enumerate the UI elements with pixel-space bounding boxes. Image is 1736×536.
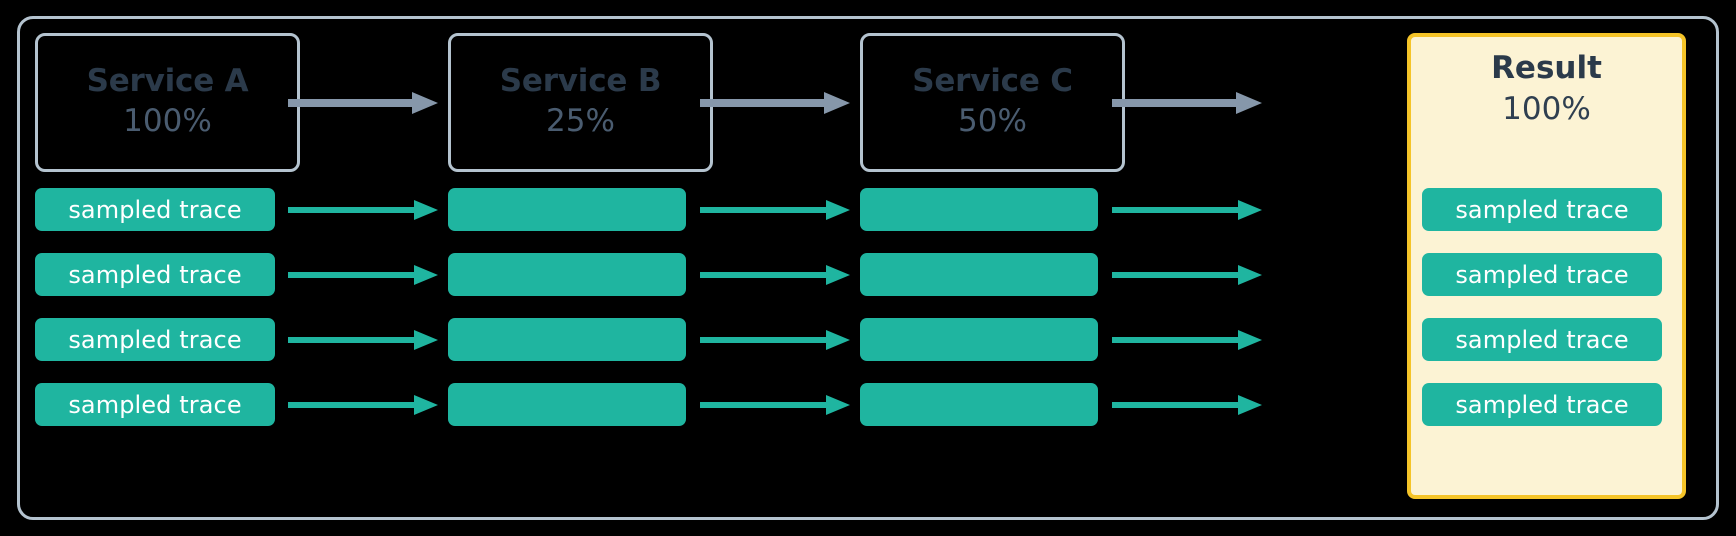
trace-bar-service-c-row-2[interactable]	[860, 253, 1098, 296]
trace-label: sampled trace	[1455, 195, 1629, 224]
arrow-service-b-to-service-c	[700, 90, 850, 114]
trace-arrow-b-to-c-row-4	[700, 394, 850, 418]
trace-label: sampled trace	[68, 390, 242, 419]
service-box-c[interactable]: Service C 50%	[860, 33, 1125, 172]
trace-arrow-a-to-b-row-2	[288, 264, 438, 288]
trace-arrow-b-to-c-row-3	[700, 329, 850, 353]
trace-arrow-a-to-b-row-1	[288, 199, 438, 223]
trace-bar-result-row-1[interactable]: sampled trace	[1422, 188, 1662, 231]
trace-bar-service-a-row-4[interactable]: sampled trace	[35, 383, 275, 426]
result-header: Result 100%	[1411, 50, 1682, 128]
service-c-title: Service C	[912, 63, 1073, 100]
trace-label: sampled trace	[1455, 325, 1629, 354]
trace-bar-result-row-2[interactable]: sampled trace	[1422, 253, 1662, 296]
trace-bar-result-row-4[interactable]: sampled trace	[1422, 383, 1662, 426]
diagram-outer-frame	[17, 16, 1719, 520]
service-a-percent: 100%	[123, 102, 212, 139]
trace-bar-service-a-row-3[interactable]: sampled trace	[35, 318, 275, 361]
arrow-service-a-to-service-b	[288, 90, 438, 114]
trace-bar-service-c-row-4[interactable]	[860, 383, 1098, 426]
trace-label: sampled trace	[68, 260, 242, 289]
result-title: Result	[1491, 50, 1602, 86]
trace-arrow-c-to-result-row-3	[1112, 329, 1262, 353]
trace-arrow-c-to-result-row-4	[1112, 394, 1262, 418]
service-a-title: Service A	[86, 63, 249, 100]
trace-label: sampled trace	[68, 325, 242, 354]
trace-label: sampled trace	[68, 195, 242, 224]
trace-label: sampled trace	[1455, 260, 1629, 289]
trace-label: sampled trace	[1455, 390, 1629, 419]
result-percent: 100%	[1502, 90, 1591, 127]
trace-arrow-c-to-result-row-1	[1112, 199, 1262, 223]
trace-bar-service-c-row-3[interactable]	[860, 318, 1098, 361]
service-box-b[interactable]: Service B 25%	[448, 33, 713, 172]
trace-bar-service-b-row-3[interactable]	[448, 318, 686, 361]
service-b-title: Service B	[499, 63, 662, 100]
trace-bar-service-a-row-2[interactable]: sampled trace	[35, 253, 275, 296]
arrow-service-c-to-result	[1112, 90, 1262, 114]
trace-bar-service-b-row-4[interactable]	[448, 383, 686, 426]
trace-arrow-a-to-b-row-3	[288, 329, 438, 353]
service-c-percent: 50%	[958, 102, 1027, 139]
service-box-a[interactable]: Service A 100%	[35, 33, 300, 172]
trace-arrow-a-to-b-row-4	[288, 394, 438, 418]
trace-arrow-b-to-c-row-2	[700, 264, 850, 288]
trace-bar-result-row-3[interactable]: sampled trace	[1422, 318, 1662, 361]
trace-bar-service-b-row-1[interactable]	[448, 188, 686, 231]
trace-arrow-c-to-result-row-2	[1112, 264, 1262, 288]
trace-bar-service-b-row-2[interactable]	[448, 253, 686, 296]
trace-arrow-b-to-c-row-1	[700, 199, 850, 223]
trace-bar-service-c-row-1[interactable]	[860, 188, 1098, 231]
trace-bar-service-a-row-1[interactable]: sampled trace	[35, 188, 275, 231]
service-b-percent: 25%	[546, 102, 615, 139]
